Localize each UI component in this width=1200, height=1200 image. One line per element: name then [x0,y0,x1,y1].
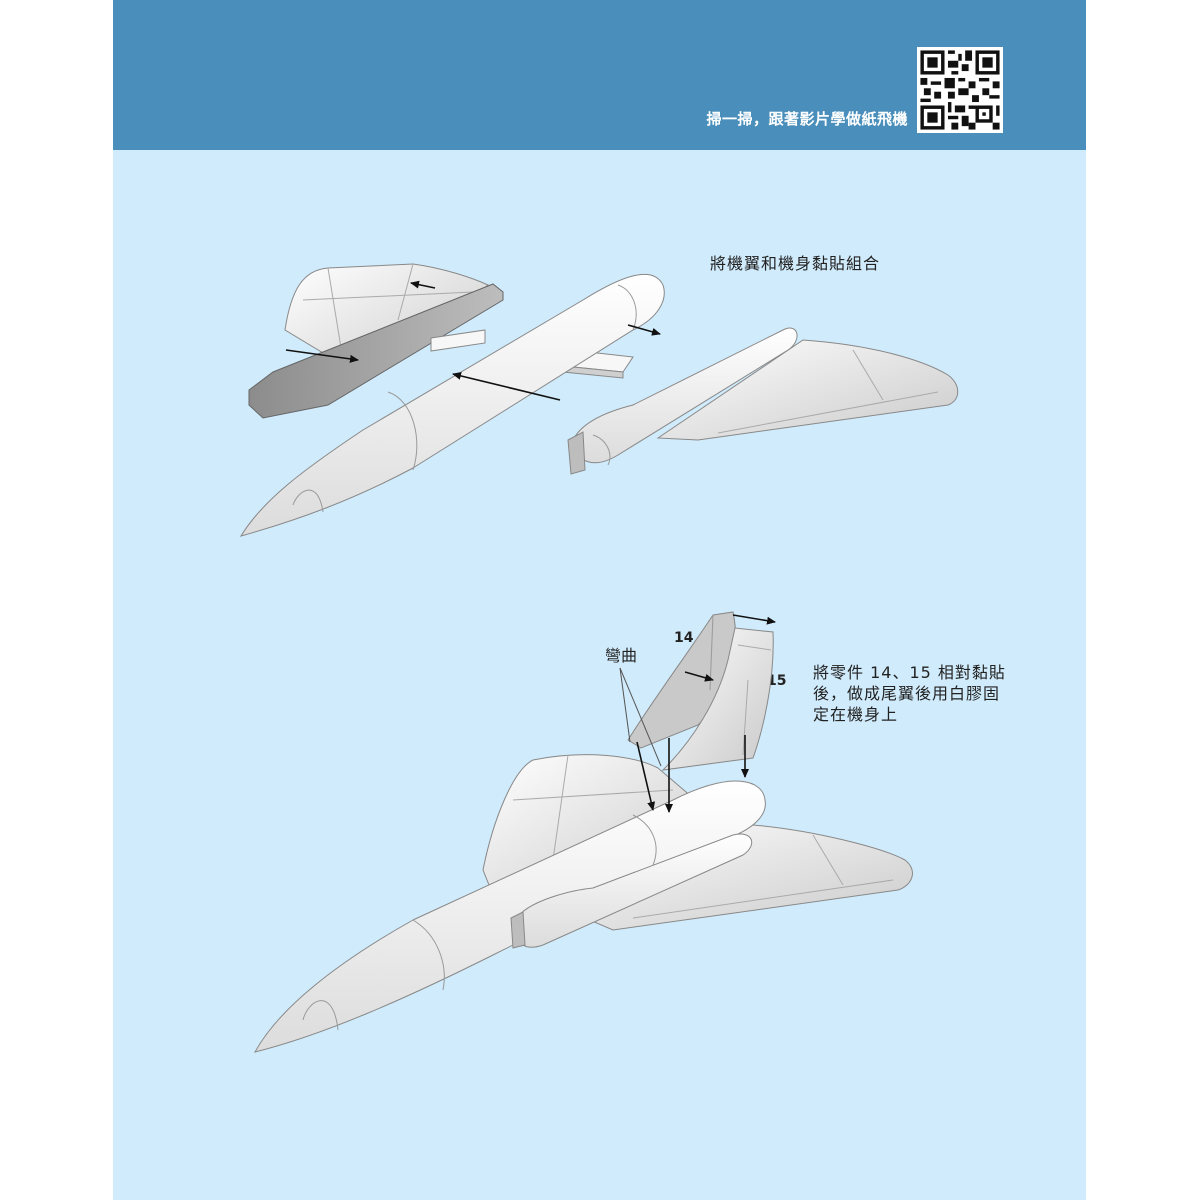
step1-instruction: 將機翼和機身黏貼組合 [710,254,881,273]
step2-arrows [636,614,776,813]
right-wing-part [567,327,959,475]
tail-fin-parts [627,611,774,771]
step2-instruction: 將零件 14、15 相對黏貼 後，做成尾翼後用白膠固 定在機身上 [813,662,1006,725]
header-banner: 掃一掃，跟著影片學做紙飛機 [113,0,1086,150]
step2-instruction-line: 後，做成尾翼後用白膠固 [813,684,1001,703]
step1-arrows [285,280,661,401]
part-14-label: 14 [674,630,694,646]
assembled-plane [254,754,913,1053]
step2-instruction-line: 定在機身上 [813,705,899,724]
bend-leader-lines [619,667,662,767]
assembly-illustration [239,263,959,1053]
left-wing-part [248,263,504,419]
step2-instruction-line: 將零件 14、15 相對黏貼 [813,663,1006,682]
bend-label: 彎曲 [605,646,638,665]
page-background: 掃一掃，跟著影片學做紙飛機 將機翼和機身黏貼組合 彎曲 14 [113,0,1086,1200]
qr-code-icon[interactable] [917,47,1003,133]
part-15-label: 15 [767,673,787,689]
header-caption: 掃一掃，跟著影片學做紙飛機 [706,110,908,128]
fuselage-part [239,273,665,537]
